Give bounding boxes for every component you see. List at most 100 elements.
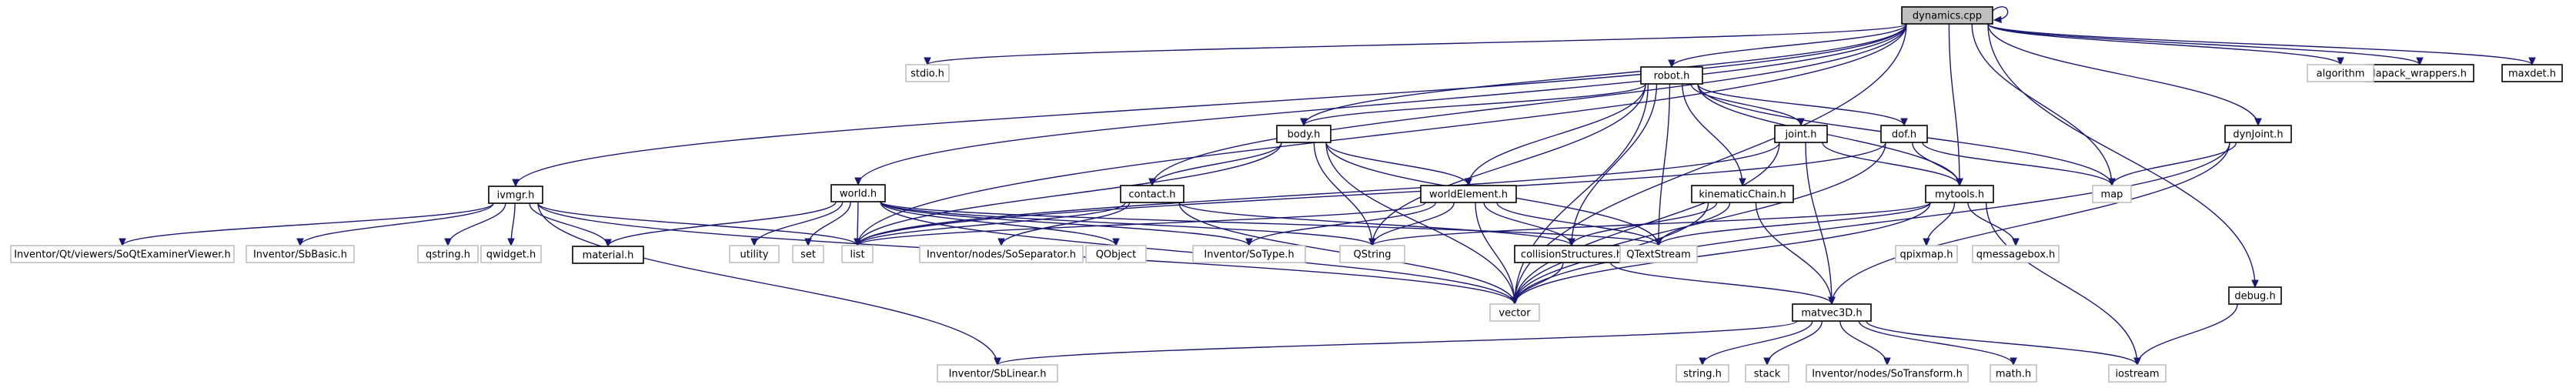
- node-box: [729, 245, 780, 263]
- edge-contact_h-to-collisionStructures_h: [1178, 202, 1575, 247]
- node-label: qwidget.h: [486, 249, 536, 261]
- node-box: [919, 245, 1084, 263]
- node-qpixmap_h: qpixmap.h: [1895, 245, 1958, 263]
- arrowhead-icon: [1300, 118, 1308, 127]
- edge-line: [1571, 83, 1658, 246]
- node-QObject: QObject: [1085, 245, 1147, 263]
- edge-line: [1858, 320, 2014, 366]
- node-box: [2228, 286, 2282, 305]
- edge-line: [1514, 142, 1886, 305]
- edge-dynamics_cpp-to-debug_h: [1987, 23, 2259, 289]
- node-label: debug.h: [2234, 291, 2275, 303]
- arrowhead-icon: [854, 177, 862, 186]
- node-contact_h[interactable]: contact.h: [1120, 185, 1184, 203]
- edge-line: [1987, 23, 2259, 126]
- node-debug_h[interactable]: debug.h: [2228, 286, 2282, 305]
- edge-dynJoint_h-to-matvec3D_h: [1828, 142, 2230, 306]
- arrowhead-icon: [1956, 178, 1963, 187]
- edge-line: [857, 142, 1282, 246]
- edge-line: [1805, 142, 1833, 305]
- arrowhead-icon: [2251, 279, 2259, 289]
- edge-line: [1985, 202, 2138, 366]
- edge-line: [607, 201, 837, 247]
- node-ivmgr_h[interactable]: ivmgr.h: [488, 186, 543, 204]
- edge-line: [2137, 303, 2238, 366]
- node-material_h[interactable]: material.h: [572, 246, 644, 264]
- arrowhead-icon: [924, 57, 931, 66]
- edge-dynamics_cpp-to-dynamics_cpp: [1992, 6, 2009, 24]
- node-box: [1895, 245, 1958, 263]
- node-dof_h[interactable]: dof.h: [1880, 125, 1928, 143]
- arrowhead-icon: [119, 238, 126, 247]
- node-box: [1276, 125, 1331, 143]
- arrowhead-icon: [1828, 296, 1836, 306]
- node-math_h: math.h: [1990, 364, 2037, 383]
- arrowhead-icon: [444, 238, 452, 247]
- node-SoType_h: Inventor/SoType.h: [1192, 245, 1306, 263]
- node-body_h[interactable]: body.h: [1276, 125, 1331, 143]
- edge-worldElement_h-to-list: [854, 202, 1426, 247]
- edge-mytools_h-to-qmessagebox_h: [1967, 202, 2020, 247]
- edge-line: [1001, 202, 1131, 246]
- node-collisionStructures_h[interactable]: collisionStructures.h: [1514, 245, 1629, 263]
- arrowhead-icon: [604, 239, 612, 248]
- edge-line: [1987, 23, 2341, 65]
- node-utility: utility: [729, 245, 780, 263]
- node-label: Inventor/nodes/SoTransform.h: [1812, 369, 1963, 380]
- arrowhead-icon: [1465, 178, 1472, 187]
- node-label: kinematicChain.h: [1699, 189, 1786, 201]
- edge-line: [1372, 83, 1646, 246]
- edge-line: [1483, 202, 1572, 246]
- arrowhead-icon: [507, 238, 515, 247]
- node-robot_h[interactable]: robot.h: [1640, 66, 1703, 85]
- arrowhead-icon: [1655, 238, 1662, 247]
- node-world_h[interactable]: world.h: [830, 184, 886, 202]
- edge-dynamics_cpp-to-robot_h: [1668, 23, 1907, 69]
- node-string_h: string.h: [1676, 364, 1729, 383]
- arrowhead-icon: [2254, 118, 2262, 127]
- edge-line: [857, 23, 1907, 186]
- arrowhead-icon: [854, 238, 861, 247]
- node-matvec3D_h[interactable]: matvec3D.h: [1792, 303, 1872, 322]
- node-label: material.h: [583, 250, 634, 262]
- node-dynamics_cpp[interactable]: dynamics.cpp: [1901, 6, 1993, 25]
- node-box: [480, 245, 542, 263]
- edge-joint_h-to-vector: [1511, 142, 1780, 306]
- edge-dynamics_cpp-to-lapack_wrappers_h: [1987, 23, 2424, 66]
- node-label: stdio.h: [910, 69, 944, 80]
- edge-line: [1303, 83, 1646, 126]
- node-box: [937, 364, 1058, 383]
- node-box: [1774, 125, 1828, 143]
- node-box: [2307, 64, 2374, 82]
- edge-line: [1948, 23, 1960, 186]
- node-label: body.h: [1288, 129, 1321, 141]
- edge-line: [1303, 23, 1907, 126]
- node-label: set: [800, 249, 816, 261]
- node-worldElement_h[interactable]: worldElement.h: [1420, 185, 1517, 203]
- node-label: dynJoint.h: [2233, 129, 2283, 141]
- node-vector: vector: [1489, 303, 1540, 322]
- edge-worldElement_h-to-collisionStructures_h: [1483, 202, 1575, 247]
- node-joint_h[interactable]: joint.h: [1774, 125, 1828, 143]
- edge-line: [753, 201, 844, 246]
- edge-worldElement_h-to-SoType_h: [1245, 202, 1436, 247]
- node-label: maxdet.h: [2508, 69, 2556, 80]
- arrowhead-icon: [1368, 238, 1376, 247]
- edge-line: [857, 202, 1126, 246]
- edge-line: [1475, 202, 1515, 305]
- arrowhead-icon: [1511, 296, 1519, 306]
- edge-robot_h-to-joint_h: [1690, 83, 1805, 127]
- edge-body_h-to-worldElement_h: [1325, 142, 1472, 187]
- arrowhead-icon: [994, 357, 1001, 366]
- node-box: [2092, 185, 2132, 203]
- node-mytools_h[interactable]: mytools.h: [1925, 185, 1994, 203]
- edge-line: [1682, 83, 1743, 186]
- edge-line: [515, 23, 1907, 187]
- node-SbBasic_h: Inventor/SbBasic.h: [246, 245, 355, 263]
- node-kinematicChain_h[interactable]: kinematicChain.h: [1691, 185, 1794, 203]
- arrowhead-icon: [2528, 57, 2536, 66]
- node-lapack_wrappers_h[interactable]: lapack_wrappers.h: [2365, 64, 2474, 82]
- node-maxdet_h[interactable]: maxdet.h: [2501, 64, 2563, 82]
- node-dynJoint_h[interactable]: dynJoint.h: [2224, 125, 2292, 143]
